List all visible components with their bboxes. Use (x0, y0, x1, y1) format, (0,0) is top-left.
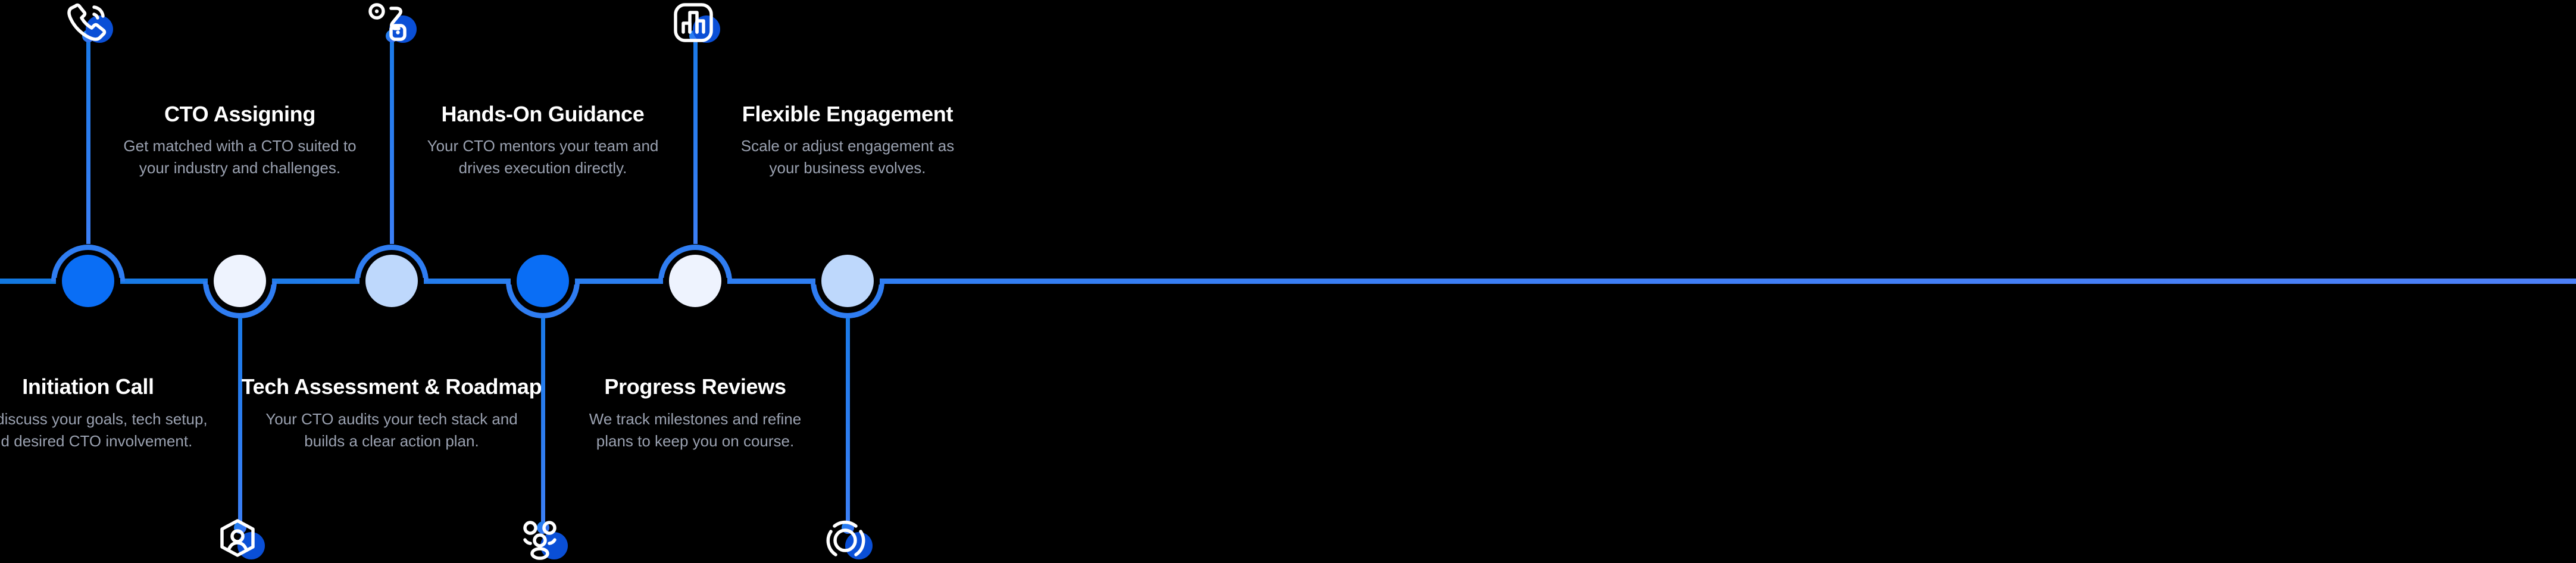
timeline-connector-stem (693, 36, 698, 244)
timeline-step-description: We track milestones and refine plans to k… (421, 408, 969, 452)
timeline-step-description: Your CTO mentors your team and drives exe… (269, 135, 817, 179)
timeline-node-marker[interactable] (669, 255, 721, 307)
timeline-node-marker[interactable] (214, 255, 266, 307)
timeline-step-title: Tech Assessment & Roadmap (241, 374, 542, 399)
description-line-2: plans to keep you on course. (596, 431, 795, 450)
timeline-node-marker[interactable] (517, 255, 569, 307)
bar-chart-square-icon-container[interactable] (668, 0, 723, 46)
description-line-1: We discuss your goals, tech setup, (0, 409, 208, 428)
timeline-step-text: Initiation Call We discuss your goals, te… (0, 375, 362, 452)
timeline-node-marker[interactable] (365, 255, 418, 307)
timeline-connector-stem (846, 318, 850, 527)
timeline-connector-stem (238, 318, 242, 527)
timeline-rail (0, 279, 2576, 284)
timeline-step-title: Initiation Call (22, 374, 154, 399)
user-badge-hexagon-icon-container[interactable] (212, 517, 267, 563)
phone-call-icon-container[interactable] (61, 0, 115, 46)
description-line-2: and desired CTO involvement. (0, 431, 193, 450)
timeline-step-description: We discuss your goals, tech setup, and de… (0, 408, 362, 452)
description-line-1: Scale or adjust engagement as (740, 137, 955, 155)
timeline-step-title: Hands-On Guidance (441, 101, 645, 126)
timeline-step-description: Your CTO audits your tech stack and build… (118, 408, 665, 452)
description-line-1: Your CTO mentors your team and (427, 137, 659, 155)
timeline-step-title: Progress Reviews (604, 374, 786, 399)
timeline-connector-stem (390, 36, 394, 244)
description-line-1: Your CTO audits your tech stack and (265, 409, 518, 428)
timeline-connector-stem (541, 318, 545, 527)
description-line-1: We track milestones and refine (589, 409, 802, 428)
timeline-node-marker[interactable] (62, 255, 114, 307)
description-line-2: drives execution directly. (458, 159, 627, 177)
description-line-1: Get matched with a CTO suited to (123, 137, 357, 155)
route-roadmap-icon-container[interactable] (364, 0, 419, 46)
timeline-connector-stem (86, 36, 90, 244)
icon-accent-circle (845, 532, 873, 559)
description-line-2: your industry and challenges. (139, 159, 341, 177)
timeline-step-title: CTO Assigning (164, 101, 316, 126)
timeline-step-title: Flexible Engagement (742, 101, 954, 126)
timeline-step-description: Scale or adjust engagement as your busine… (574, 135, 1121, 179)
concentric-rings-icon-container[interactable] (820, 517, 875, 563)
users-group-icon-container[interactable] (515, 517, 570, 563)
timeline-step-text: Progress Reviews We track milestones and … (421, 375, 969, 452)
description-line-2: builds a clear action plan. (304, 431, 479, 450)
timeline-step-description: Get matched with a CTO suited to your ind… (0, 135, 514, 179)
description-line-2: your business evolves. (769, 159, 926, 177)
timeline-node-marker[interactable] (821, 255, 874, 307)
